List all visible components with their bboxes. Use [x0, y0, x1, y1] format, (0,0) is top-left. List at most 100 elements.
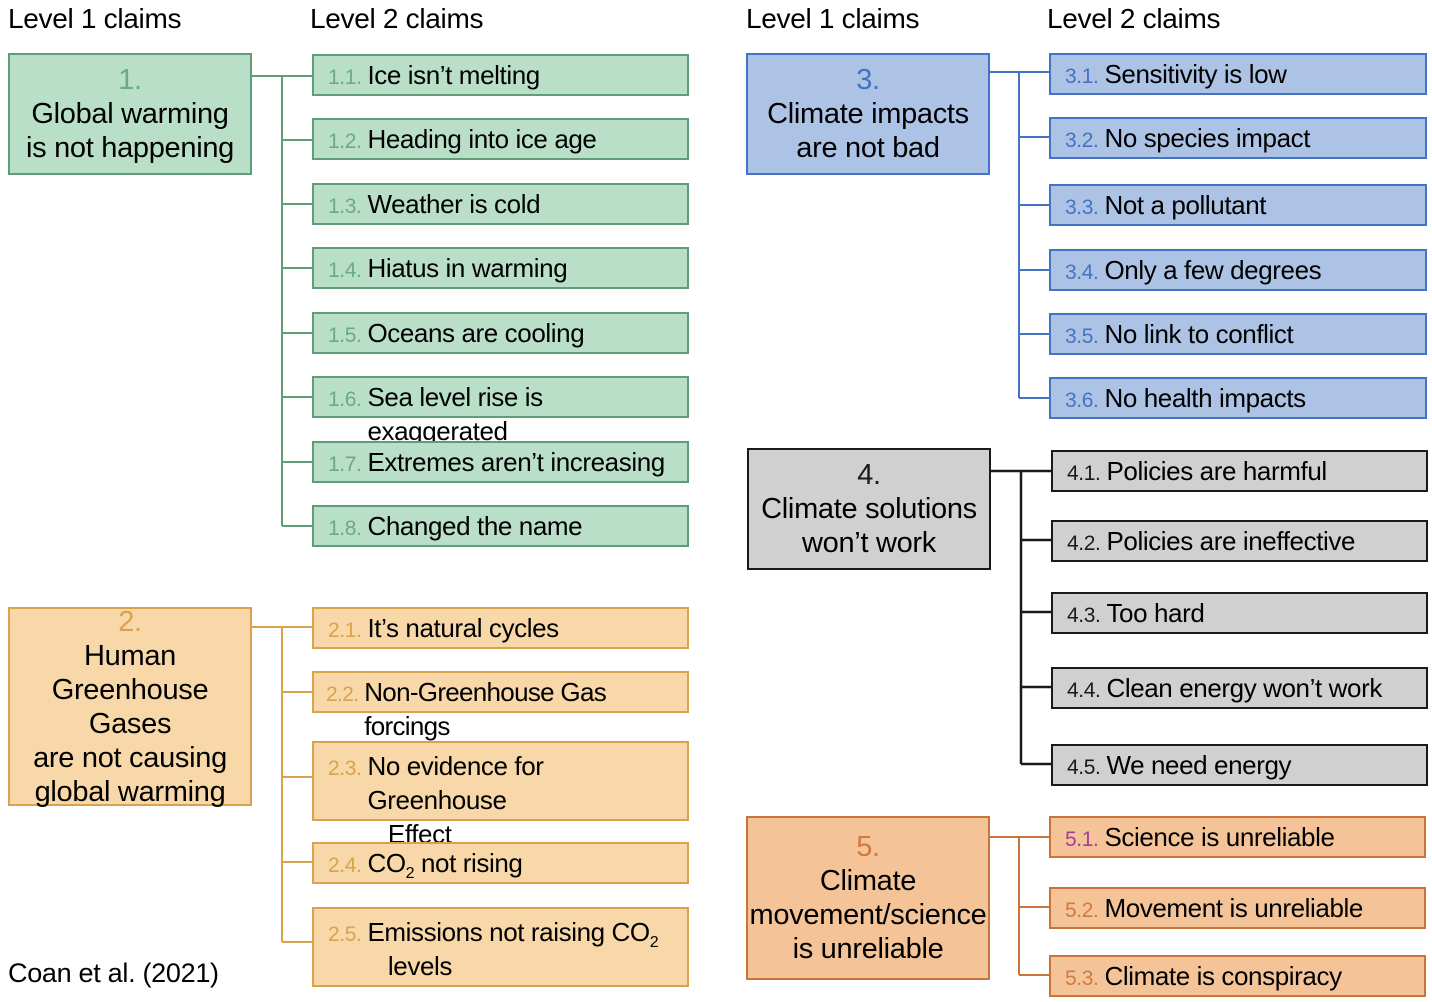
- level2-claim-1-6: 1.6.Sea level rise is exaggerated: [312, 376, 689, 446]
- claim-text: Climate is conspiracy: [1104, 961, 1342, 991]
- claim-text: No evidence for Greenhouse Effect: [367, 751, 544, 849]
- claim-text: Oceans are cooling: [367, 318, 585, 348]
- claim-number: 1.2.: [328, 130, 362, 153]
- level1-claim-title: Human Greenhouse Gases are not causing g…: [33, 639, 227, 808]
- level2-claim-5-1: 5.1.Science is unreliable: [1049, 816, 1426, 858]
- level2-claim-1-1: 1.1.Ice isn’t melting: [312, 54, 689, 96]
- level2-claim-1-2: 1.2.Heading into ice age: [312, 118, 689, 160]
- connectors-group-1: [251, 75, 312, 527]
- claim-text: Sensitivity is low: [1104, 59, 1287, 89]
- claim-number: 3.1.: [1065, 65, 1099, 88]
- level2-claim-4-5: 4.5.We need energy: [1051, 744, 1428, 786]
- header-level2-right: Level 2 claims: [1047, 3, 1221, 34]
- level2-claim-2-3: 2.3.No evidence for Greenhouse Effect: [312, 741, 689, 849]
- level1-claim-4: 4. Climate solutions won’t work: [747, 448, 991, 570]
- claim-number: 4.1.: [1067, 462, 1101, 485]
- claim-text-part: levels: [387, 951, 452, 981]
- level2-claim-4-1: 4.1.Policies are harmful: [1051, 450, 1428, 492]
- level2-claim-1-3: 1.3.Weather is cold: [312, 183, 689, 225]
- claim-number: 1.7.: [328, 453, 362, 476]
- claim-text: Extremes aren’t increasing: [367, 447, 665, 477]
- header-level2-left: Level 2 claims: [310, 3, 484, 34]
- level2-claim-3-2: 3.2.No species impact: [1049, 117, 1427, 159]
- level2-claim-4-3: 4.3.Too hard: [1051, 592, 1428, 634]
- level2-claim-3-1: 3.1.Sensitivity is low: [1049, 53, 1427, 95]
- claim-text-part: not rising: [414, 848, 523, 878]
- level2-claim-2-5: 2.5.Emissions not raising CO2 levels: [312, 907, 689, 987]
- level1-claim-number: 2.: [118, 605, 142, 638]
- level2-claim-3-4: 3.4.Only a few degrees: [1049, 249, 1427, 291]
- claim-text: CO2 not rising: [367, 846, 523, 882]
- level1-claim-number: 5.: [856, 831, 880, 863]
- citation: Coan et al. (2021): [8, 958, 219, 988]
- claim-number: 1.8.: [328, 517, 362, 540]
- claim-text: Clean energy won’t work: [1106, 673, 1382, 703]
- level1-claim-title: Climate solutions won’t work: [761, 493, 977, 559]
- level1-claim-title: Climate movement/science is unreliable: [749, 865, 987, 965]
- claim-text: Only a few degrees: [1104, 255, 1322, 285]
- claim-number: 3.6.: [1065, 389, 1099, 412]
- claim-number: 5.2.: [1065, 899, 1099, 922]
- claim-text: Non-Greenhouse Gas forcings: [364, 677, 613, 741]
- claim-text: Policies are ineffective: [1106, 526, 1356, 556]
- claim-text: Heading into ice age: [367, 124, 597, 154]
- claim-number: 2.5.: [328, 923, 362, 946]
- level2-claim-3-3: 3.3.Not a pollutant: [1049, 184, 1427, 226]
- level2-claim-1-7: 1.7.Extremes aren’t increasing: [312, 441, 689, 483]
- level2-claim-1-5: 1.5.Oceans are cooling: [312, 312, 689, 354]
- claim-number: 3.5.: [1065, 325, 1099, 348]
- claim-text: No health impacts: [1104, 383, 1306, 413]
- level1-claim-3: 3. Climate impacts are not bad: [746, 53, 990, 175]
- claim-text: Sea level rise is exaggerated: [367, 382, 550, 446]
- claim-number: 4.5.: [1067, 756, 1101, 779]
- claim-number: 5.3.: [1065, 967, 1099, 990]
- claim-number: 2.3.: [328, 757, 362, 780]
- connectors-group-5: [989, 836, 1049, 976]
- level2-claim-4-2: 4.2.Policies are ineffective: [1051, 520, 1428, 562]
- claim-number: 1.6.: [328, 388, 362, 411]
- claim-number: 1.5.: [328, 324, 362, 347]
- claim-number: 2.2.: [326, 683, 359, 706]
- claim-text: Movement is unreliable: [1104, 893, 1363, 923]
- level1-claim-number: 3.: [856, 64, 880, 96]
- level2-claim-2-1: 2.1.It’s natural cycles: [312, 607, 689, 649]
- claim-text: No link to conflict: [1104, 319, 1294, 349]
- claim-number: 1.3.: [328, 195, 362, 218]
- level1-claim-5: 5. Climate movement/science is unreliabl…: [746, 816, 990, 980]
- level1-claim-title: Global warming is not happening: [25, 98, 235, 164]
- level2-claim-4-4: 4.4.Clean energy won’t work: [1051, 667, 1428, 709]
- claim-text: Science is unreliable: [1104, 822, 1335, 852]
- header-level1-left: Level 1 claims: [8, 3, 182, 34]
- subscript: 2: [649, 934, 659, 951]
- level2-claim-2-2: 2.2.Non-Greenhouse Gas forcings: [312, 671, 689, 741]
- level2-claim-3-5: 3.5.No link to conflict: [1049, 313, 1427, 355]
- claim-text: Changed the name: [367, 511, 583, 541]
- level2-claim-5-3: 5.3.Climate is conspiracy: [1049, 955, 1426, 997]
- claim-text: Emissions not raising CO2 levels: [367, 915, 658, 983]
- level1-claim-number: 1.: [118, 64, 142, 96]
- level2-claim-3-6: 3.6.No health impacts: [1049, 377, 1427, 419]
- subscript: 2: [405, 865, 415, 882]
- claim-number: 2.1.: [328, 619, 362, 642]
- level2-claim-5-2: 5.2.Movement is unreliable: [1049, 887, 1426, 929]
- claim-text: Too hard: [1106, 598, 1205, 628]
- connectors-group-4: [990, 469, 1051, 766]
- claim-number: 4.3.: [1067, 604, 1101, 627]
- connectors-group-2: [251, 626, 312, 943]
- claim-text: No species impact: [1104, 123, 1311, 153]
- claim-text: Policies are harmful: [1106, 456, 1327, 486]
- claim-text: Not a pollutant: [1104, 190, 1267, 220]
- claim-number: 4.4.: [1067, 679, 1101, 702]
- claim-text: Weather is cold: [367, 189, 541, 219]
- level1-claim-2: 2. Human Greenhouse Gases are not causin…: [8, 605, 252, 808]
- level1-claim-1: 1. Global warming is not happening: [8, 53, 252, 175]
- claim-number: 2.4.: [328, 854, 362, 877]
- level2-claim-1-4: 1.4.Hiatus in warming: [312, 247, 689, 289]
- claim-number: 1.4.: [328, 259, 362, 282]
- level1-claim-number: 4.: [857, 459, 881, 491]
- header-level1-right: Level 1 claims: [746, 3, 920, 34]
- claim-text: It’s natural cycles: [367, 613, 559, 643]
- connectors-group-3: [989, 71, 1049, 399]
- claim-number: 3.3.: [1065, 196, 1099, 219]
- claim-text: Ice isn’t melting: [367, 60, 540, 90]
